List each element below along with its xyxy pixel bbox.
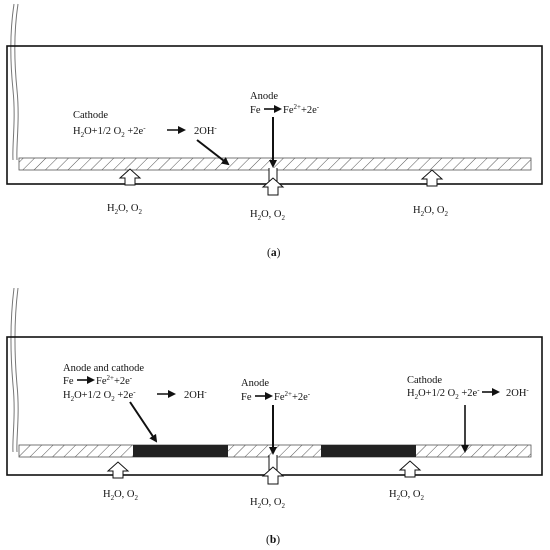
corroded-segment-left — [133, 445, 228, 457]
mixed-equation1-left: Fe — [63, 376, 74, 387]
supply-label-mid: H2O, O2 — [250, 209, 286, 222]
supply-label-left: H2O, O2 — [107, 203, 143, 216]
supply-label-mid: H2O, O2 — [250, 497, 286, 510]
panel-a: Cathode H2O+1/2 O2 +2e- 2OH- Anode Fe Fe… — [6, 3, 543, 259]
supply-arrow-left — [106, 461, 130, 479]
wire-lead — [10, 287, 15, 453]
mixed-equation2-left: H2O+1/2 O2 +2e- — [63, 388, 136, 403]
cathode-equation-left: H2O+1/2 O2 +2e- — [407, 386, 480, 401]
anode-equation-right: Fe2++2e- — [283, 103, 320, 116]
supply-label-right: H2O, O2 — [389, 489, 425, 502]
caption-b: (b) — [266, 534, 280, 546]
cathode-equation-left: H2O+1/2 O2 +2e- — [73, 124, 146, 139]
supply-arrow-right — [420, 169, 444, 187]
corroded-segment-right — [321, 445, 416, 457]
mixed-equation1-right: Fe2++2e- — [96, 374, 133, 387]
cathode-label: Cathode — [407, 375, 442, 386]
cathode-label: Cathode — [73, 110, 108, 121]
supply-arrow-mid — [261, 466, 285, 485]
mixed-zone-label: Anode and cathode — [63, 363, 144, 374]
supply-arrow-mid — [261, 177, 285, 196]
wire-lead — [10, 3, 15, 161]
panel-b: Anode and cathode Fe Fe2++2e- H2O+1/2 O2… — [6, 287, 543, 546]
anode-label: Anode — [241, 378, 269, 389]
crevice-gap — [269, 455, 277, 475]
anode-equation-right: Fe2++2e- — [274, 390, 311, 403]
cathode-equation-product: 2OH- — [194, 124, 217, 137]
mixed-equation2-product: 2OH- — [184, 388, 207, 401]
supply-arrow-right — [398, 460, 422, 478]
wire-lead-inner — [14, 287, 19, 453]
supply-arrow-left — [118, 168, 142, 186]
caption-a: (a) — [267, 247, 281, 259]
anode-equation-left: Fe — [250, 105, 261, 116]
anode-equation-left: Fe — [241, 392, 252, 403]
wire-lead-inner — [14, 3, 19, 161]
crevice-gap — [269, 168, 277, 184]
cathode-equation-product: 2OH- — [506, 386, 529, 399]
supply-label-right: H2O, O2 — [413, 205, 449, 218]
mixed-pointer-arrow — [129, 401, 158, 443]
cathode-pointer-arrow — [196, 139, 230, 166]
supply-label-left: H2O, O2 — [103, 489, 139, 502]
anode-label: Anode — [250, 91, 278, 102]
